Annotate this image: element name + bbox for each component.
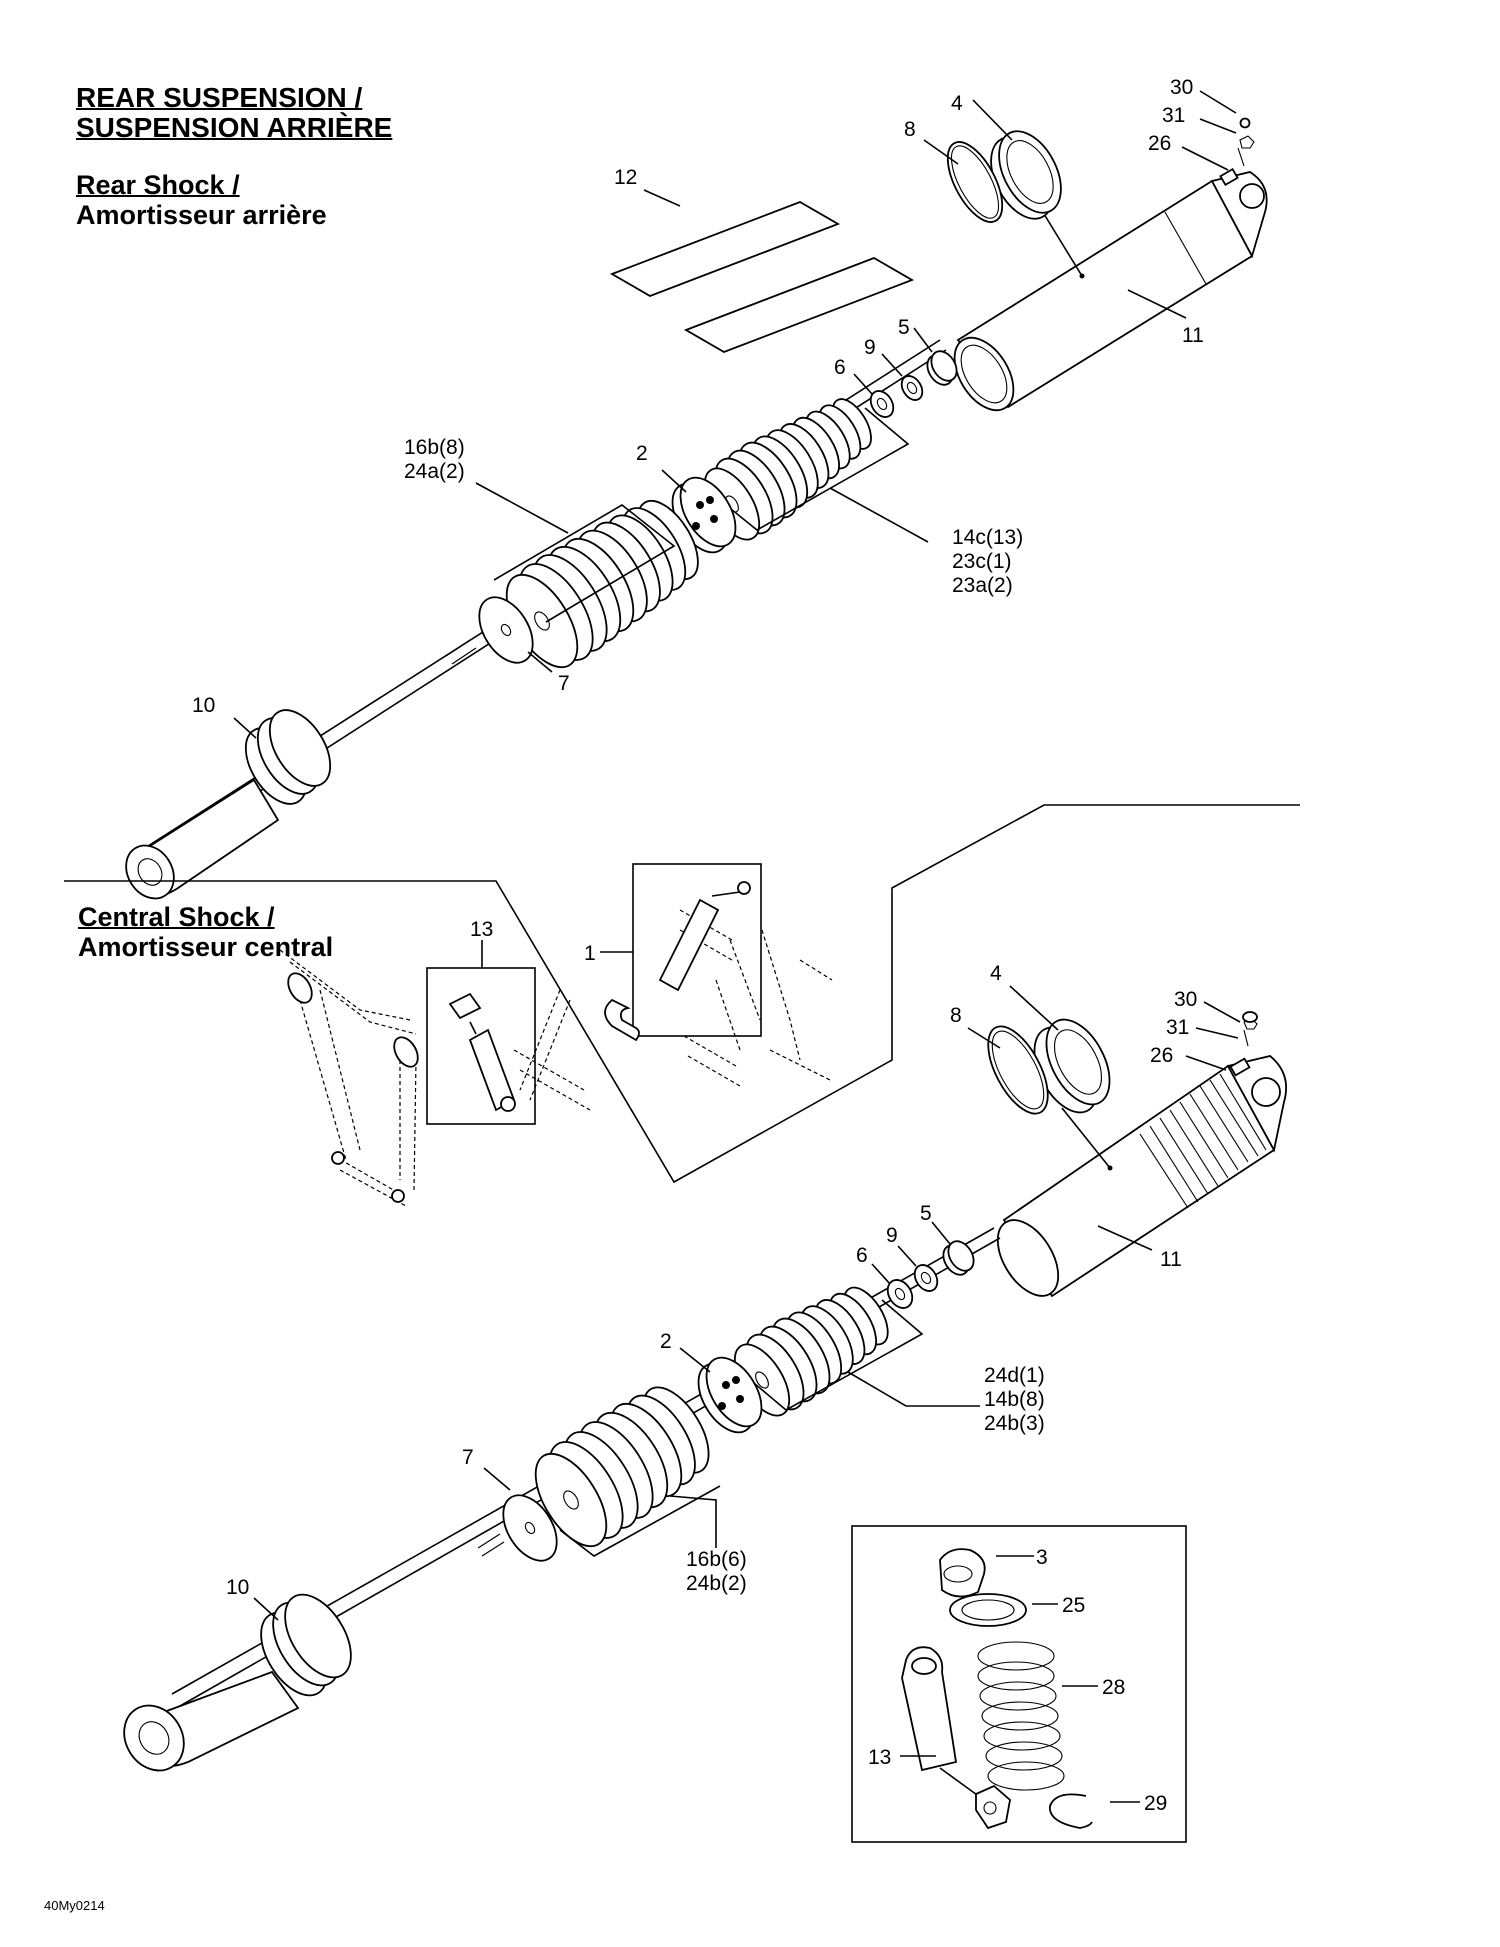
- callout-31: 31: [1162, 104, 1185, 127]
- spring-kit-inset: [851, 1525, 1187, 1843]
- rear-shock-body: [953, 167, 1268, 412]
- callout-4: 4: [990, 962, 1002, 985]
- figure-id: 40My0214: [44, 1898, 105, 1913]
- rear-shim-stack-large: [505, 500, 699, 669]
- central-shock-heading-en: Central Shock /: [78, 902, 275, 932]
- callout-24d: 24d(1): [984, 1364, 1045, 1387]
- callout-4: 4: [951, 92, 963, 115]
- central-shim-stack-small: [733, 1286, 889, 1417]
- callout-10: 10: [226, 1576, 249, 1599]
- callout-14b: 14b(8): [984, 1388, 1045, 1411]
- central-shock-assembly: [123, 863, 1288, 1772]
- callout-26: 26: [1148, 132, 1171, 155]
- callout-23a: 23a(2): [952, 574, 1013, 597]
- locator-box-1: [632, 863, 762, 1037]
- callout-23c: 23c(1): [952, 550, 1012, 573]
- callout-2: 2: [636, 442, 648, 465]
- central-shim-stack-large: [534, 1386, 710, 1548]
- callout-5: 5: [898, 316, 910, 339]
- callout-12: 12: [614, 166, 637, 189]
- callout-labels-central: 13 1 4 8 30 31 26 11 5 9 6 2 24d(1) 14b(…: [226, 918, 1197, 1599]
- callout-7: 7: [462, 1446, 474, 1469]
- callout-labels-inset: 3 25 28 13 29: [868, 1546, 1167, 1815]
- callout-29: 29: [1144, 1792, 1167, 1815]
- callout-6: 6: [856, 1244, 868, 1267]
- callout-5: 5: [920, 1202, 932, 1225]
- section-divider: [64, 804, 1300, 1184]
- central-shock-heading-fr: Amortisseur central: [78, 932, 334, 962]
- callout-2: 2: [660, 1330, 672, 1353]
- callout-11: 11: [1160, 1248, 1182, 1271]
- callout-labels-rear: 30 31 26 4 8 12 11 5 9 6 2 16b(8) 24a(2)…: [192, 76, 1204, 717]
- central-shock-body: [996, 1055, 1288, 1298]
- callout-16b: 16b(6): [686, 1548, 747, 1571]
- callout-8: 8: [904, 118, 916, 141]
- callout-10: 10: [192, 694, 215, 717]
- rear-shock-heading-fr: Amortisseur arrière: [76, 200, 327, 230]
- callout-24b-3: 24b(3): [984, 1412, 1045, 1435]
- inset-frame: [851, 1525, 1187, 1843]
- callout-8: 8: [950, 1004, 962, 1027]
- callout-14c: 14c(13): [952, 526, 1023, 549]
- locator-box-13: [426, 967, 536, 1125]
- rear-suspension-heading-en: REAR SUSPENSION /: [76, 82, 363, 113]
- callout-24b-2: 24b(2): [686, 1572, 747, 1595]
- rear-shock-heading-en: Rear Shock /: [76, 170, 240, 200]
- callout-13: 13: [868, 1746, 891, 1769]
- callout-24a: 24a(2): [404, 460, 465, 483]
- callout-26: 26: [1150, 1044, 1173, 1067]
- callout-31: 31: [1166, 1016, 1189, 1039]
- callout-6: 6: [834, 356, 846, 379]
- callout-11: 11: [1182, 324, 1204, 347]
- callout-7: 7: [558, 672, 570, 695]
- inset-coil-spring: [977, 1641, 1065, 1791]
- callout-9: 9: [864, 336, 876, 359]
- rear-shock-assembly: [125, 90, 1268, 900]
- callout-1: 1: [584, 942, 596, 965]
- callout-30: 30: [1170, 76, 1193, 99]
- decal-sheet-a: [609, 201, 841, 297]
- callout-28: 28: [1102, 1676, 1125, 1699]
- callout-3: 3: [1036, 1546, 1048, 1569]
- callout-13: 13: [470, 918, 493, 941]
- callout-25: 25: [1062, 1594, 1085, 1617]
- callout-16b: 16b(8): [404, 436, 465, 459]
- callout-30: 30: [1174, 988, 1197, 1011]
- decal-sheet-b: [683, 257, 915, 353]
- rear-suspension-heading-fr: SUSPENSION ARRIÈRE: [76, 112, 393, 143]
- callout-9: 9: [886, 1224, 898, 1247]
